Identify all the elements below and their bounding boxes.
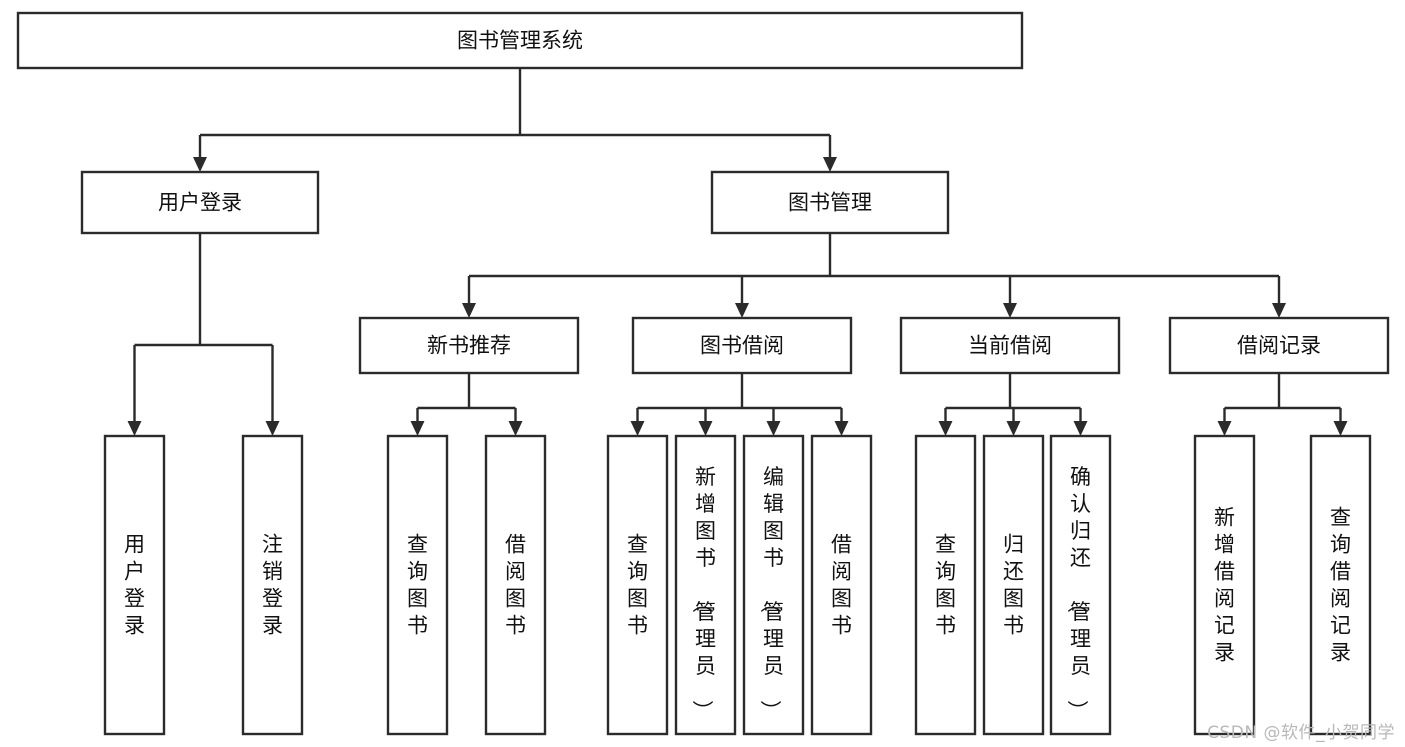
connectors-layer xyxy=(127,68,1348,436)
arrow-head-icon xyxy=(938,421,953,436)
node-book-management[interactable]: 图书管理 xyxy=(710,170,950,235)
node-borrow-record-label: 借阅记录 xyxy=(1237,334,1321,358)
arrow-head-icon xyxy=(265,421,280,436)
node-root-system-box[interactable] xyxy=(16,11,1024,70)
node-leaf-user-logout-label: 注销登录 xyxy=(262,533,283,638)
arrow-head-icon xyxy=(1073,421,1088,436)
node-book-borrow[interactable]: 图书借阅 xyxy=(631,316,853,375)
node-leaf-query-book-new[interactable]: 查询图书 xyxy=(386,434,449,736)
arrow-head-icon xyxy=(823,157,837,172)
node-leaf-user-logout-box[interactable] xyxy=(241,434,304,736)
node-leaf-return-book-label: 归还图书 xyxy=(1003,533,1024,638)
node-leaf-confirm-return-box[interactable] xyxy=(1049,434,1112,736)
node-leaf-add-book[interactable]: 新增图书（管理员） xyxy=(674,434,737,736)
node-leaf-query-book-new-box[interactable] xyxy=(386,434,449,736)
node-root-system[interactable]: 图书管理系统 xyxy=(16,11,1024,70)
nodes-layer: 图书管理系统用户登录图书管理新书推荐图书借阅当前借阅借阅记录用户登录注销登录查询… xyxy=(16,11,1390,736)
node-leaf-user-login-box[interactable] xyxy=(103,434,166,736)
node-leaf-edit-book[interactable]: 编辑图书（管理员） xyxy=(742,434,805,736)
node-leaf-query-book-current[interactable]: 查询图书 xyxy=(914,434,977,736)
node-current-borrow-label: 当前借阅 xyxy=(968,334,1052,358)
node-book-borrow-box[interactable] xyxy=(631,316,853,375)
node-new-book-recommend-box[interactable] xyxy=(358,316,580,375)
arrow-head-icon xyxy=(462,303,476,318)
node-leaf-confirm-return[interactable]: 确认归还（管理员） xyxy=(1049,434,1112,736)
node-user-login[interactable]: 用户登录 xyxy=(80,170,320,235)
arrow-head-icon xyxy=(766,421,781,436)
node-leaf-add-borrow-record[interactable]: 新增借阅记录 xyxy=(1193,434,1256,736)
node-leaf-add-book-box[interactable] xyxy=(674,434,737,736)
arrow-head-icon xyxy=(1333,421,1348,436)
arrow-head-icon xyxy=(193,157,207,172)
arrow-head-icon xyxy=(508,421,523,436)
node-leaf-borrow-book-label: 借阅图书 xyxy=(831,533,852,638)
node-leaf-edit-book-box[interactable] xyxy=(742,434,805,736)
node-borrow-record[interactable]: 借阅记录 xyxy=(1168,316,1390,375)
node-current-borrow[interactable]: 当前借阅 xyxy=(899,316,1121,375)
node-leaf-query-borrow-record-box[interactable] xyxy=(1309,434,1372,736)
node-leaf-query-book-borrow-label: 查询图书 xyxy=(627,533,648,638)
node-leaf-query-book-current-label: 查询图书 xyxy=(935,533,956,638)
node-borrow-record-box[interactable] xyxy=(1168,316,1390,375)
node-leaf-query-book-borrow[interactable]: 查询图书 xyxy=(606,434,669,736)
node-leaf-user-logout[interactable]: 注销登录 xyxy=(241,434,304,736)
arrow-head-icon xyxy=(1272,303,1286,318)
node-leaf-borrow-book-new[interactable]: 借阅图书 xyxy=(484,434,547,736)
arrow-head-icon xyxy=(410,421,425,436)
arrow-head-icon xyxy=(127,421,142,436)
node-book-management-label: 图书管理 xyxy=(788,191,872,215)
node-new-book-recommend-label: 新书推荐 xyxy=(427,334,511,358)
node-leaf-add-borrow-record-label: 新增借阅记录 xyxy=(1214,506,1235,665)
node-leaf-add-book-label: 新增图书（管理员） xyxy=(690,465,716,721)
node-user-login-label: 用户登录 xyxy=(158,191,242,215)
node-leaf-add-borrow-record-box[interactable] xyxy=(1193,434,1256,736)
node-user-login-box[interactable] xyxy=(80,170,320,235)
node-book-management-box[interactable] xyxy=(710,170,950,235)
node-leaf-confirm-return-label: 确认归还（管理员） xyxy=(1065,465,1091,721)
node-leaf-query-book-new-label: 查询图书 xyxy=(407,533,428,638)
node-leaf-query-borrow-record[interactable]: 查询借阅记录 xyxy=(1309,434,1372,736)
node-leaf-borrow-book-new-box[interactable] xyxy=(484,434,547,736)
node-book-borrow-label: 图书借阅 xyxy=(700,334,784,358)
arrow-head-icon xyxy=(1003,303,1017,318)
arrow-head-icon xyxy=(834,421,849,436)
node-leaf-return-book[interactable]: 归还图书 xyxy=(982,434,1045,736)
node-root-system-label: 图书管理系统 xyxy=(457,29,583,53)
arrow-head-icon xyxy=(630,421,645,436)
arrow-head-icon xyxy=(735,303,749,318)
node-leaf-return-book-box[interactable] xyxy=(982,434,1045,736)
node-leaf-borrow-book-new-label: 借阅图书 xyxy=(505,533,526,638)
node-new-book-recommend[interactable]: 新书推荐 xyxy=(358,316,580,375)
node-leaf-query-book-borrow-box[interactable] xyxy=(606,434,669,736)
node-leaf-query-book-current-box[interactable] xyxy=(914,434,977,736)
node-leaf-user-login-label: 用户登录 xyxy=(124,533,145,638)
node-leaf-query-borrow-record-label: 查询借阅记录 xyxy=(1330,506,1351,665)
node-leaf-edit-book-label: 编辑图书（管理员） xyxy=(758,465,784,721)
arrow-head-icon xyxy=(1217,421,1232,436)
arrow-head-icon xyxy=(1006,421,1021,436)
node-current-borrow-box[interactable] xyxy=(899,316,1121,375)
node-leaf-borrow-book-box[interactable] xyxy=(810,434,873,736)
arrow-head-icon xyxy=(698,421,713,436)
node-leaf-borrow-book[interactable]: 借阅图书 xyxy=(810,434,873,736)
node-leaf-user-login[interactable]: 用户登录 xyxy=(103,434,166,736)
